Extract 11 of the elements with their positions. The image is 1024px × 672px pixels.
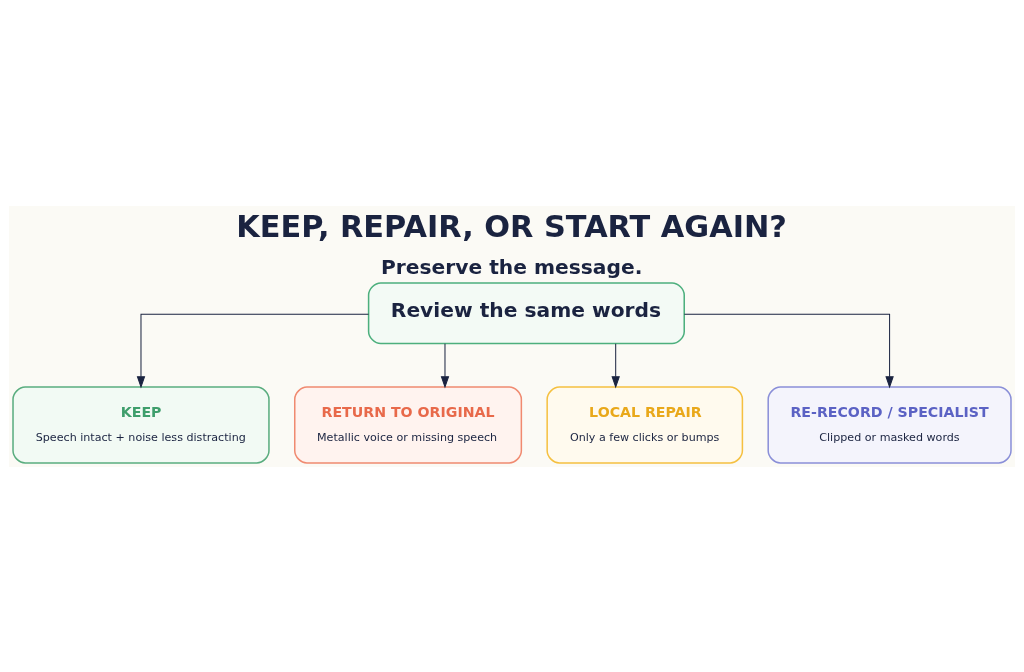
node-box: Review the same words [367,281,685,344]
node-box: LOCAL REPAIR Only a few clicks or bumps [546,385,744,464]
node-box: RE-RECORD / SPECIALIST Clipped or masked words [767,385,1012,464]
arrow [136,313,370,388]
node-box: KEEP Speech intact + noise less distracting [12,385,270,464]
arrow [440,342,450,388]
caption: Preserve the message. [380,254,643,279]
diagram-title: KEEP, REPAIR, OR START AGAIN? [236,208,787,244]
arrow [683,313,894,388]
arrow [611,342,620,388]
node-box: RETURN TO ORIGINAL Metallic voice or missing speech [294,385,523,464]
